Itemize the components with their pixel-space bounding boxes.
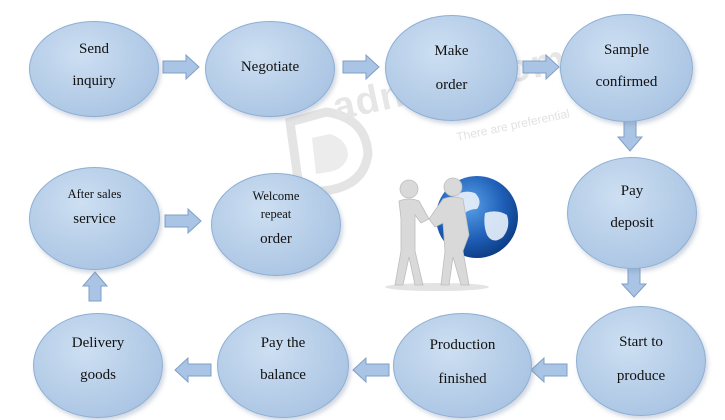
- arrow-right-3: [522, 53, 560, 81]
- arrow-left-3: [174, 356, 212, 384]
- node-make-order: Make order: [385, 15, 518, 121]
- node-welcome-repeat-order: Welcome repeat order: [211, 173, 341, 276]
- node-label-line: order: [260, 231, 292, 247]
- node-label-line: Make: [434, 43, 469, 59]
- node-label-line: Pay the: [260, 335, 306, 351]
- arrow-right-1: [162, 53, 200, 81]
- arrow-down-1: [616, 120, 644, 152]
- node-production-finished: Production finished: [393, 313, 532, 418]
- arrow-down-2: [620, 267, 648, 298]
- node-pay-the-balance: Pay the balance: [217, 313, 349, 418]
- node-label-line: goods: [80, 367, 116, 383]
- arrow-left-2: [352, 356, 390, 384]
- node-label-line: Start to: [619, 334, 663, 350]
- node-delivery-goods: Delivery goods: [33, 313, 163, 418]
- handshake-globe-icon: [385, 176, 518, 291]
- node-label-line: order: [435, 77, 468, 93]
- node-label-line: After sales: [67, 187, 122, 201]
- node-label-line: balance: [260, 367, 306, 383]
- node-label-line: inquiry: [72, 73, 116, 89]
- node-send-inquiry: Send inquiry: [29, 21, 159, 117]
- node-start-to-produce: Start to produce: [576, 306, 706, 416]
- arrow-right-2: [342, 53, 380, 81]
- watermark-logo-icon: [285, 107, 373, 196]
- node-label-line: produce: [616, 368, 666, 384]
- node-label-line: finished: [438, 371, 487, 387]
- node-label-line: deposit: [610, 215, 654, 231]
- node-label-line: confirmed: [595, 74, 658, 90]
- node-negotiate: Negotiate: [205, 21, 335, 117]
- arrow-up-1: [81, 271, 109, 302]
- node-sample-confirmed: Sample confirmed: [560, 14, 693, 122]
- node-label-line: Pay: [620, 183, 644, 199]
- arrow-left-1: [530, 356, 568, 384]
- node-label-line: Production: [429, 337, 496, 353]
- node-after-sales-service: After sales service: [29, 167, 160, 270]
- node-label-line: Welcome: [252, 189, 300, 203]
- node-label-line: Negotiate: [240, 59, 300, 75]
- node-label-line: service: [73, 211, 116, 227]
- node-label-line: Delivery: [71, 335, 125, 351]
- node-label-line: Sample: [604, 42, 649, 58]
- node-label-line: Send: [79, 41, 109, 57]
- node-pay-deposit: Pay deposit: [567, 157, 697, 269]
- node-label-line: repeat: [260, 207, 292, 221]
- arrow-right-4: [164, 207, 202, 235]
